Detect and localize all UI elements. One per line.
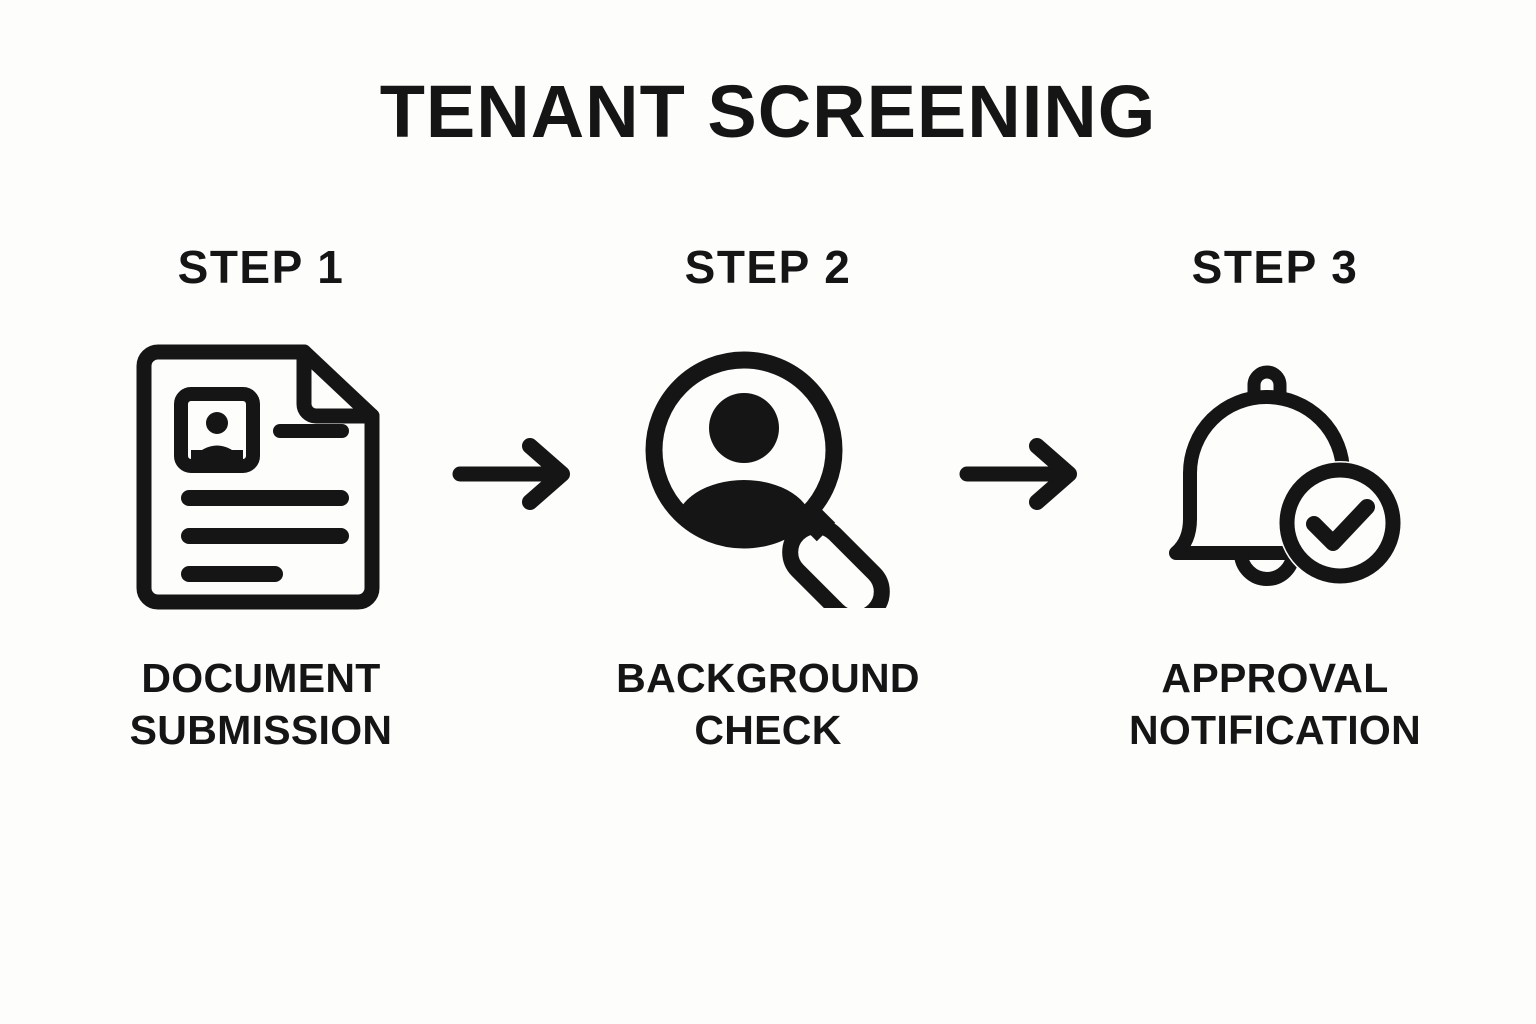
step-1-caption: DOCUMENT SUBMISSION <box>129 655 393 754</box>
step-1-label: STEP 1 <box>177 241 345 293</box>
step-2-label: STEP 2 <box>684 241 852 293</box>
step-3-caption: APPROVAL NOTIFICATION <box>1128 655 1422 754</box>
step-2-caption: BACKGROUND CHECK <box>616 655 920 754</box>
page-title: TENANT SCREENING <box>379 70 1157 153</box>
bell-check-icon <box>1110 324 1440 624</box>
document-photo-lines-icon <box>96 324 426 624</box>
step-2-column: STEP 2 <box>603 244 933 756</box>
arrow-right-icon <box>947 324 1097 624</box>
step-1-column: STEP 1 <box>96 244 426 756</box>
step-3-column: STEP 3 APPROVAL NOTIFICATION <box>1110 244 1440 756</box>
step-3-label: STEP 3 <box>1191 241 1359 293</box>
steps-row: STEP 1 <box>96 244 1440 824</box>
arrow-right-icon <box>440 324 590 624</box>
magnifier-person-icon <box>603 324 933 624</box>
